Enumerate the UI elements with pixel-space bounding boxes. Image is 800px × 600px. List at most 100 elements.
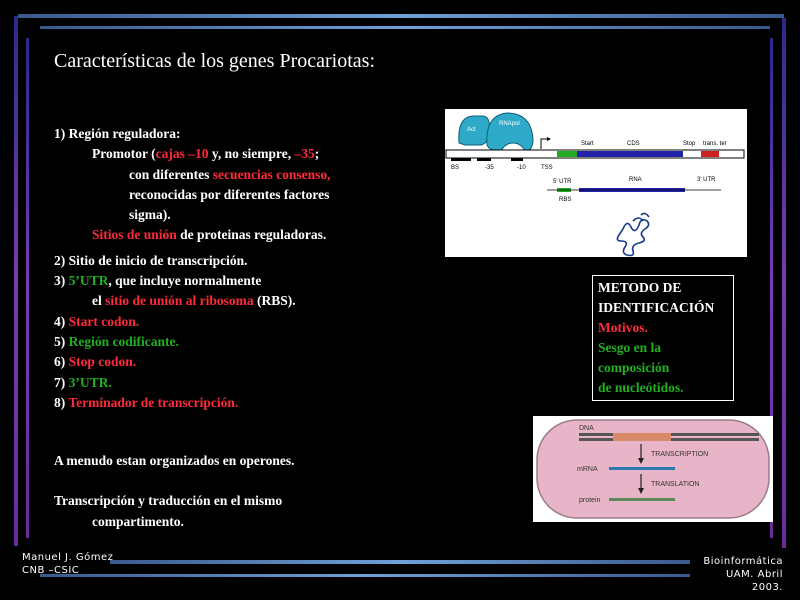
label-cds: CDS	[627, 141, 640, 147]
top-frame-bar	[18, 14, 784, 18]
text-segment: y, no siempre,	[208, 146, 295, 162]
text-segment: Transcripción y traducción en el mismo	[54, 493, 283, 509]
label-stop: Stop	[683, 141, 696, 147]
text-segment: reconocidas por diferentes factores	[129, 186, 330, 202]
dna-gene-region	[613, 433, 671, 441]
footer-author: Manuel J. Gómez CNB –CSIC	[22, 551, 113, 577]
text-segment: sigma).	[129, 207, 171, 223]
text-segment: A menudo estan organizados en operones.	[54, 453, 295, 469]
method-line: Motivos.	[598, 320, 648, 335]
text-line: A menudo estan organizados en operones.	[54, 451, 454, 471]
text-line: 8) Terminador de transcripción.	[54, 393, 454, 413]
label-trans-ter: trans. ter	[703, 141, 727, 147]
text-line: Sitios de unión de proteinas reguladoras…	[54, 225, 454, 245]
text-segment: Sitios de unión	[92, 227, 177, 243]
text-line: Transcripción y traducción en el mismo	[54, 491, 454, 511]
text-segment: 3)	[54, 273, 69, 289]
footer-author-name: Manuel J. Gómez	[22, 552, 114, 563]
text-segment: Terminador de transcripción.	[68, 394, 239, 410]
label-utr3: 3' UTR	[697, 177, 716, 183]
left-inner-bar	[26, 38, 29, 538]
text-segment: Región codificante.	[68, 333, 179, 349]
text-segment: 6)	[54, 354, 69, 370]
footer-date: UAM. Abril 2003.	[725, 569, 783, 593]
bottom-frame-bar	[110, 560, 690, 564]
top-inner-bar	[40, 26, 770, 29]
label-transcription: TRANSCRIPTION	[651, 451, 708, 458]
label-rnapol: RNApol	[499, 121, 520, 127]
label-translation: TRANSLATION	[651, 481, 700, 488]
terminator-segment	[701, 151, 719, 157]
text-segment: Start codon.	[68, 313, 140, 329]
text-segment: –35	[294, 146, 315, 162]
text-segment: de proteinas reguladoras.	[176, 227, 327, 243]
text-segment: 7)	[54, 374, 69, 390]
left-frame-bar	[14, 16, 18, 546]
label-rna: RNA	[629, 177, 642, 183]
text-segment: Stop codon.	[68, 354, 137, 370]
text-segment: compartimento.	[92, 513, 184, 529]
text-line: sigma).	[54, 205, 454, 225]
text-line: compartimento.	[54, 512, 454, 532]
text-line: 4) Start codon.	[54, 312, 454, 332]
label-tss: TSS	[541, 165, 553, 171]
method-line: Sesgo en la	[598, 340, 662, 355]
text-segment: 8)	[54, 394, 69, 410]
text-segment: 4)	[54, 313, 69, 329]
text-line: con diferentes secuencias consenso,	[54, 165, 454, 185]
text-segment: Promotor (	[92, 146, 156, 162]
text-line: 6) Stop codon.	[54, 352, 454, 372]
text-segment: sitio de unión al ribosoma	[105, 293, 254, 309]
text-segment: secuencias consenso,	[212, 166, 331, 182]
method-line: de nucleótidos.	[598, 380, 684, 395]
gene-structure-figure: Act RNApol Start CDS Stop trans. ter BS …	[445, 109, 747, 257]
text-segment: 5’UTR	[68, 273, 109, 289]
text-line: el sitio de unión al ribosoma (RBS).	[54, 291, 454, 311]
text-line: 3) 5’UTR, que incluye normalmente	[54, 271, 454, 291]
label-utr5: 5' UTR	[553, 179, 572, 185]
method-line: IDENTIFICACIÓN	[598, 300, 715, 315]
label-protein: protein	[579, 497, 601, 504]
text-segment: 3’UTR.	[68, 374, 112, 390]
utr5-segment	[557, 151, 577, 157]
text-line: 5) Región codificante.	[54, 332, 454, 352]
activator-protein-shape	[458, 115, 490, 146]
body-text: 1) Región reguladora: Promotor (cajas –1…	[54, 124, 454, 532]
text-line: 1) Región reguladora:	[54, 124, 454, 144]
text-line: 7) 3’UTR.	[54, 373, 454, 393]
method-line: METODO DE	[598, 280, 682, 295]
right-frame-bar	[782, 18, 786, 548]
footer-institution: CNB –CSIC	[22, 565, 80, 576]
label-act: Act	[467, 127, 476, 133]
text-segment: con diferentes	[129, 166, 213, 182]
text-segment: 1) Región reguladora:	[54, 126, 181, 141]
label-start: Start	[581, 141, 594, 147]
text-segment: 2) Sitio de inicio de transcripción.	[54, 252, 248, 268]
text-line: Promotor (cajas –10 y, no siempre, –35;	[54, 144, 454, 164]
method-line: composición	[598, 360, 670, 375]
cds-segment	[577, 151, 683, 157]
footer-course-name: Bioinformática	[703, 556, 783, 567]
label-bs: BS	[451, 165, 459, 171]
label-minus10: -10	[517, 165, 526, 171]
text-line: 2) Sitio de inicio de transcripción.	[54, 251, 454, 271]
mrna-strand	[609, 467, 675, 470]
text-segment: cajas –10	[155, 146, 209, 162]
text-segment: , que incluye normalmente	[108, 273, 262, 289]
right-inner-bar	[770, 38, 773, 538]
text-segment: 5)	[54, 333, 69, 349]
method-identification-box: METODO DE IDENTIFICACIÓN Motivos. Sesgo …	[592, 275, 734, 401]
label-minus35: -35	[485, 165, 494, 171]
transcription-translation-diagram: DNA TRANSCRIPTION mRNA TRANSLATION prote…	[536, 419, 770, 519]
protein-squiggle-icon	[616, 212, 650, 257]
cell-figure: DNA TRANSCRIPTION mRNA TRANSLATION prote…	[533, 416, 773, 522]
label-rbs: RBS	[559, 197, 571, 203]
label-mrna: mRNA	[577, 466, 598, 473]
text-segment: el	[92, 293, 106, 309]
text-segment: (RBS).	[253, 293, 296, 309]
rna-polymerase-shape	[486, 112, 534, 152]
label-dna: DNA	[579, 425, 594, 432]
slide-title: Características de los genes Procariotas…	[54, 50, 375, 72]
text-line: reconocidas por diferentes factores	[54, 185, 454, 205]
tss-arrow	[540, 138, 549, 149]
